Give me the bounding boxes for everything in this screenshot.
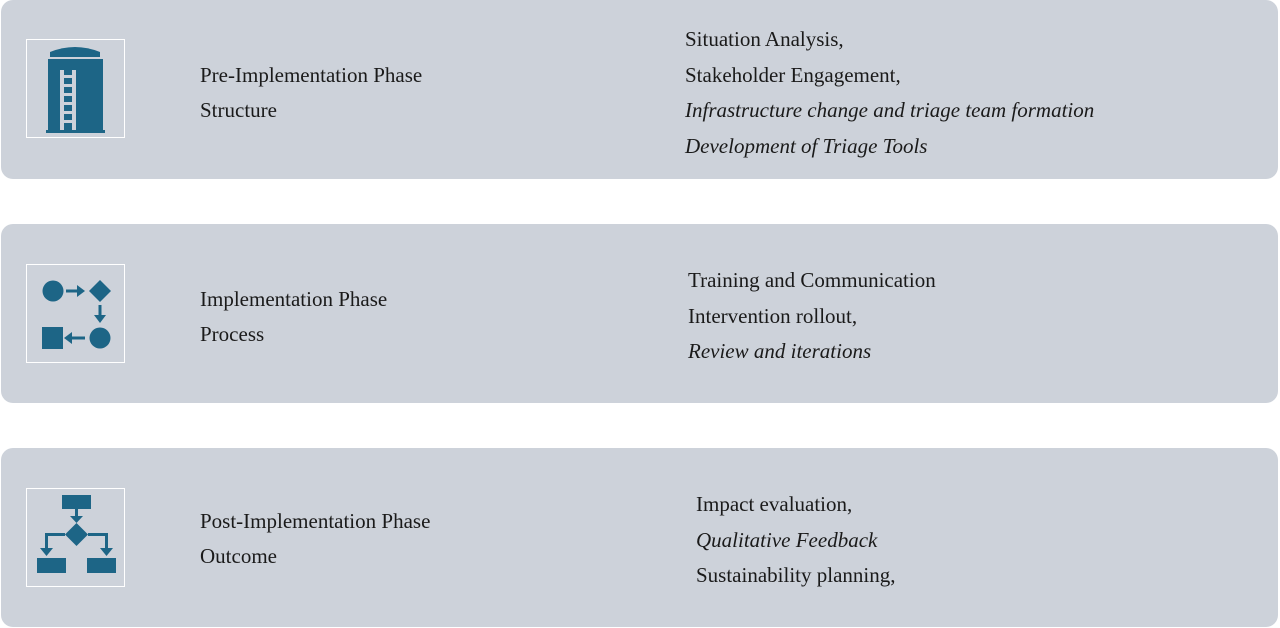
phase-card-post-implementation: Post-Implementation Phase Outcome Impact… [1,448,1278,627]
phase-subtitle: Structure [200,98,277,122]
phase-title: Post-Implementation Phase [200,509,431,533]
icon-frame [26,488,125,587]
phase-title: Implementation Phase [200,287,388,311]
list-item: Infrastructure change and triage team fo… [685,98,1095,122]
list-item: Review and iterations [688,339,872,363]
process-flow-icon [42,280,111,349]
phase-title: Pre-Implementation Phase [200,63,423,87]
list-item: Sustainability planning, [696,563,896,587]
phase-items-list: Training and Communication Intervention … [688,263,936,370]
phase-items-list: Situation Analysis, Stakeholder Engageme… [685,22,1094,164]
list-item: Stakeholder Engagement, [685,62,901,87]
list-item: Impact evaluation, [696,492,853,516]
phase-label: Post-Implementation Phase Outcome [200,504,430,574]
decision-tree-icon [37,495,116,573]
phase-label: Implementation Phase Process [200,282,387,352]
phase-label: Pre-Implementation Phase Structure [200,58,422,128]
list-item: Intervention rollout, [688,303,858,328]
building-structure-icon [46,47,105,133]
phase-card-implementation: Implementation Phase Process Training an… [1,224,1278,403]
list-item: Qualitative Feedback [696,527,878,552]
phase-items-list: Impact evaluation, Qualitative Feedback … [696,487,896,594]
icon-frame [26,264,125,363]
list-item: Situation Analysis, [685,27,844,51]
icon-frame [26,39,125,138]
phase-card-pre-implementation: Pre-Implementation Phase Structure Situa… [1,0,1278,179]
list-item: Development of Triage Tools [685,133,928,158]
phase-subtitle: Process [200,322,265,346]
phase-subtitle: Outcome [200,544,277,568]
list-item: Training and Communication [688,268,936,292]
